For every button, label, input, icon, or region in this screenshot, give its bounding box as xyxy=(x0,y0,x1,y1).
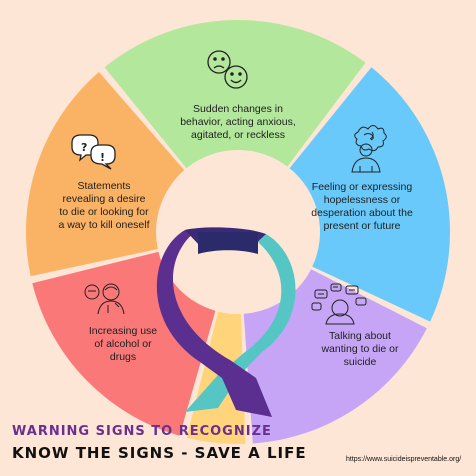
svg-text:!: ! xyxy=(100,151,105,164)
page-title: WARNING SIGNS TO RECOGNIZE xyxy=(12,424,272,439)
person-drinking-icon xyxy=(84,283,125,315)
svg-text:?: ? xyxy=(81,141,87,154)
segment-behavior xyxy=(104,19,366,169)
segment-hopeless xyxy=(289,67,450,322)
segment-behavior-text: Sudden changes in behavior, acting anxio… xyxy=(180,103,296,141)
segment-talking-text: Talking about wanting to die or suicide xyxy=(321,330,399,368)
faces-icon xyxy=(207,50,248,89)
question-bubbles-icon: ? ! xyxy=(71,134,116,170)
segment-statements-text: Statements revealing a desire to die or … xyxy=(58,180,150,231)
segment-statements xyxy=(26,72,185,277)
segment-hopeless-text: Feeling or expressing hopelessness or de… xyxy=(311,181,413,232)
awareness-ribbon xyxy=(156,227,296,417)
speech-bubbles-icon xyxy=(311,283,367,325)
person-thoughts-icon xyxy=(351,125,387,173)
source-url: https://www.suicideispreventable.org/ xyxy=(346,456,462,463)
segment-alcohol-text: Increasing use of alcohol or drugs xyxy=(88,325,158,363)
page-subtitle: KNOW THE SIGNS - SAVE A LIFE xyxy=(12,444,307,462)
